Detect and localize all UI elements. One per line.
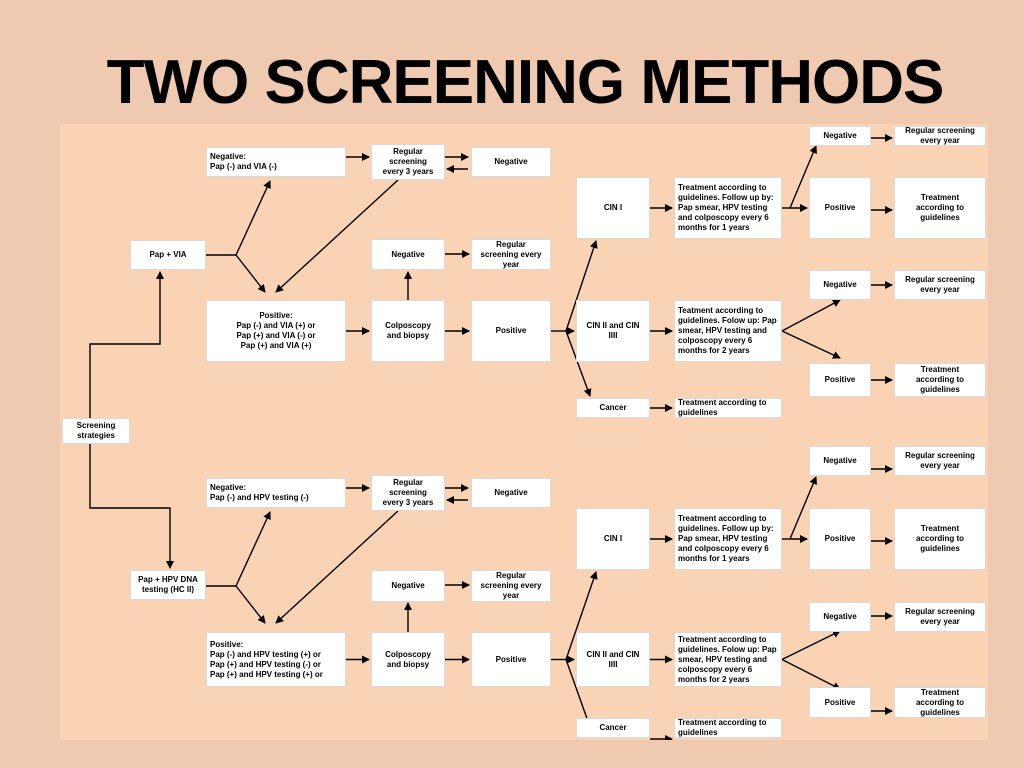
hpv-connector-to-negative <box>235 511 271 587</box>
hpv-connector-cin23-to-positive <box>781 658 841 690</box>
via-negative-result-box: Negative: Pap (-) and VIA (-) <box>206 147 346 177</box>
via-cin1-treatment-box: Treatment according to guidelines. Follo… <box>674 177 782 239</box>
pap-hpv-box: Pap + HPV DNA testing (HC II) <box>130 570 206 600</box>
via-connector-to-cin1 <box>565 240 598 332</box>
via-connector-to-negative <box>235 180 271 256</box>
hpv-cin23-box: CIN II and CIN IIII <box>576 632 650 687</box>
via-colposcopy-negative-box: Negative <box>371 239 445 270</box>
hpv-negative-result-box: Negative: Pap (-) and HPV testing (-) <box>206 478 346 508</box>
hpv-colposcopy-positive-box: Positive <box>471 632 551 687</box>
via-cin1-positive-box: Positive <box>809 177 871 239</box>
via-cin1-guidelines-box: Treatment according to guidelines <box>894 177 986 239</box>
hpv-cin1-positive-box: Positive <box>809 508 871 570</box>
via-cancer-treatment-box: Treatment according to guidelines <box>674 398 782 418</box>
via-colposcopy-positive-box: Positive <box>471 300 551 362</box>
pap-via-box: Pap + VIA <box>130 240 206 270</box>
hpv-regular-3yr-box: Regular screening every 3 years <box>371 475 445 511</box>
hpv-colposcopy-box: Colposcopy and biopsy <box>371 632 445 687</box>
via-cin23-treatment-box: Teatment according to guidelines. Folow … <box>674 300 782 362</box>
via-cin23-guidelines-box: Treatment according to guidelines <box>894 363 986 397</box>
hpv-cancer-box: Cancer <box>576 718 650 738</box>
via-connector-regular-to-positive <box>275 179 399 293</box>
hpv-cin23-treatment-box: Treatment according to guidelines. Folow… <box>674 632 782 687</box>
hpv-cin23-regular-box: Regular screening every year <box>894 602 986 632</box>
hpv-connector-regular-to-positive <box>275 510 399 624</box>
hpv-cin1-regular-box: Regular screening every year <box>894 446 986 476</box>
hpv-regular-yearly-box: Regular screening every year <box>471 570 551 602</box>
hpv-cin23-guidelines-box: Treatment according to guidelines <box>894 687 986 718</box>
hpv-connector-cin1-to-negative <box>789 476 817 540</box>
via-cancer-box: Cancer <box>576 398 650 418</box>
connector-root-to-pap-via <box>89 271 164 418</box>
via-cin23-box: CIN II and CIN IIII <box>576 300 650 362</box>
hpv-cin1-guidelines-box: Treatment according to guidelines <box>894 508 986 570</box>
via-connector-cin23-to-positive <box>781 330 841 359</box>
via-positive-result-box: Positive: Pap (-) and VIA (+) or Pap (+)… <box>206 300 346 362</box>
via-regular-yearly-box: Regular screening every year <box>471 239 551 270</box>
flowchart-connectors <box>89 134 893 740</box>
hpv-colposcopy-negative-box: Negative <box>371 570 445 602</box>
via-negative-box: Negative <box>471 147 551 177</box>
connector-root-to-pap-hpv <box>89 444 174 569</box>
hpv-cancer-treatment-box: Treatment according to guidelines <box>674 718 782 738</box>
via-regular-3yr-box: Regular screening every 3 years <box>371 144 445 180</box>
slide-title: TWO SCREENING METHODS <box>106 48 945 117</box>
hpv-cin23-positive-box: Positive <box>809 687 871 718</box>
hpv-cin1-box: CIN I <box>576 508 650 570</box>
via-connector-cin23-to-negative <box>781 299 841 332</box>
via-cin1-regular-box: Regular screening every year <box>894 126 986 146</box>
hpv-connector-to-positive <box>235 585 266 624</box>
via-cin23-positive-box: Positive <box>809 363 871 397</box>
hpv-negative-box: Negative <box>471 478 551 508</box>
hpv-connector-to-cin1 <box>565 571 598 660</box>
hpv-cin1-negative-box: Negative <box>809 446 871 476</box>
flowchart: Screening strategies Pap + VIA Pap + HPV… <box>60 124 988 740</box>
hpv-connector-to-cancer <box>565 659 592 728</box>
via-cin23-regular-box: Regular screening every year <box>894 270 986 300</box>
via-connector-to-cancer <box>565 330 592 397</box>
hpv-cin1-treatment-box: Treatment according to guidelines. Follo… <box>674 508 782 570</box>
hpv-positive-result-box: Positive: Pap (-) and HPV testing (+) or… <box>206 632 346 687</box>
hpv-cin23-negative-box: Negative <box>809 602 871 632</box>
screening-strategies-box: Screening strategies <box>62 418 130 444</box>
via-cin1-box: CIN I <box>576 177 650 239</box>
via-connector-to-positive <box>235 254 266 293</box>
via-colposcopy-box: Colposcopy and biopsy <box>371 300 445 362</box>
via-connector-cin1-to-negative <box>789 145 817 209</box>
via-cin1-negative-box: Negative <box>809 126 871 146</box>
via-cin23-negative-box: Negative <box>809 270 871 300</box>
hpv-connector-cin23-to-negative <box>781 630 841 661</box>
